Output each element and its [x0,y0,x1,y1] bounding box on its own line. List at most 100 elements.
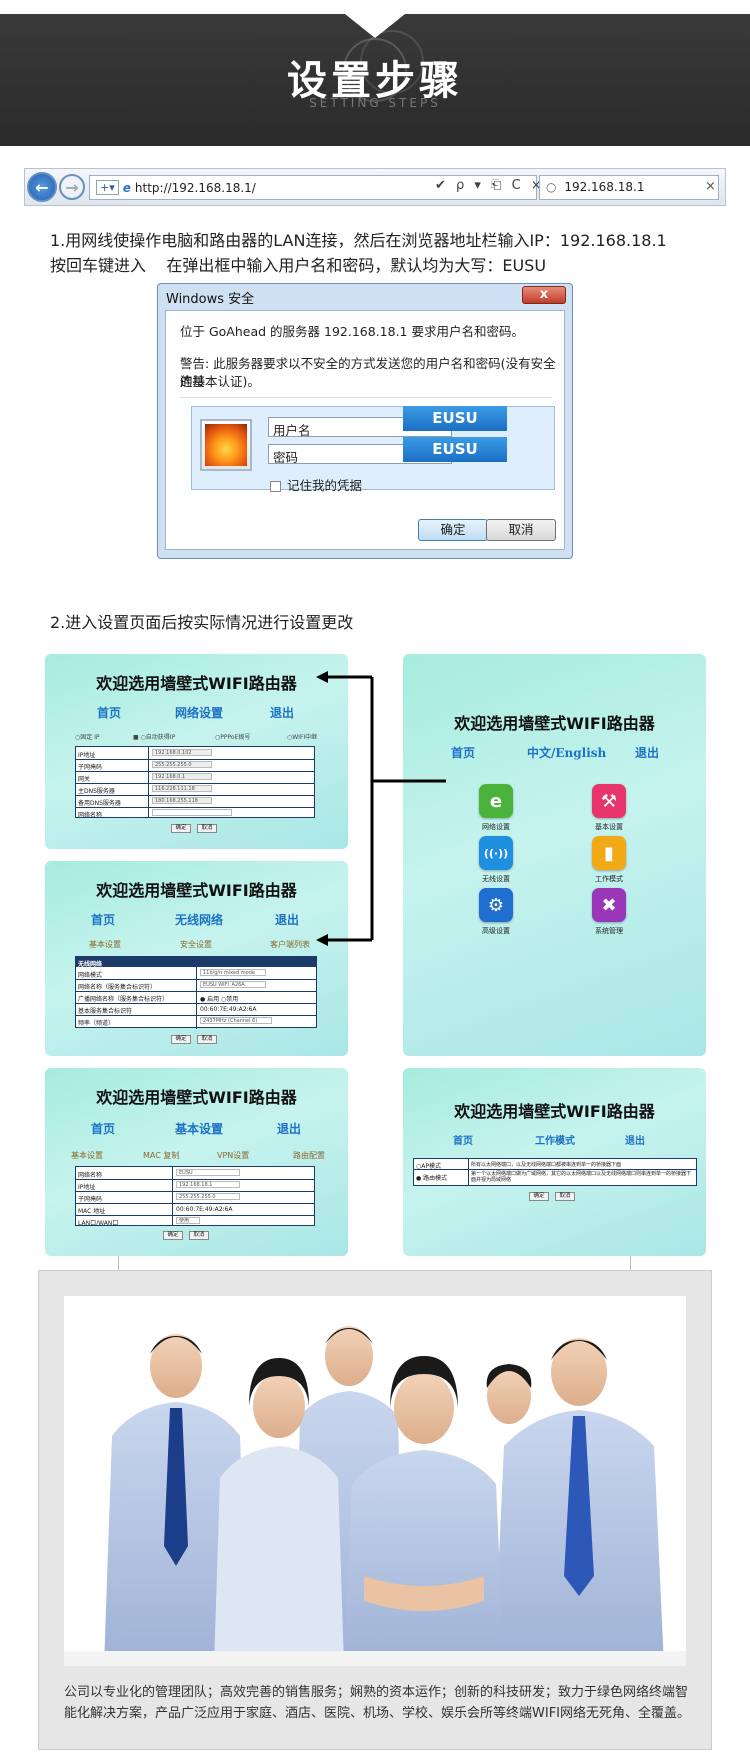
mode-pppoe[interactable]: ○PPPoE拨号 [215,734,251,741]
row-label: MAC 地址 [78,1208,106,1215]
person-back-right [486,1364,532,1424]
mode-router-radio[interactable]: ● 路由模式 [416,1175,448,1182]
nav-basic[interactable]: 基本设置 [175,1122,224,1136]
work-mode-icon[interactable]: ▮ [592,836,626,870]
row-input[interactable]: EUSU WIFI_A26A [200,981,266,988]
ok-button[interactable]: 确定 [418,519,488,541]
nav-exit[interactable]: 退出 [275,913,300,927]
step2-text: 2.进入设置页面后按实际情况进行设置更改 [50,613,354,632]
row-label: 子网掩码 [78,764,103,771]
header-ring-decoration-2 [360,30,424,94]
mode-dhcp[interactable]: ■ ○自动获得IP [133,734,176,741]
tab-vpn[interactable]: VPN设置 [217,1151,250,1160]
wireless-settings-icon[interactable]: ((·)) [479,836,513,870]
confirm-button[interactable]: 确定 [163,1231,183,1240]
tab-basic[interactable]: 基本设置 [89,940,121,949]
nav-network[interactable]: 网络设置 [175,706,224,720]
forward-arrow-icon[interactable]: → [59,174,85,200]
confirm-button[interactable]: 确定 [171,824,191,833]
panel-title: 欢迎选用墙壁式WIFI路由器 [454,1102,655,1121]
checkbox-icon [270,481,281,492]
icon-label: 无线设置 [482,875,510,883]
dialog-close-button[interactable]: x [522,286,566,304]
connector-line [630,1256,631,1274]
panel-wireless-settings: 欢迎选用墙壁式WIFI路由器 首页 无线网络 退出 基本设置 安全设置 客户端列… [45,861,348,1056]
nav-work-mode[interactable]: 工作模式 [535,1136,575,1147]
row-input[interactable]: 180.168.255.118 [152,797,212,804]
back-arrow-icon[interactable]: ← [27,172,57,202]
connector-line [118,1256,119,1274]
mode-ap-radio[interactable]: ○AP模式 [416,1163,441,1170]
tab-close-icon[interactable]: × [705,179,716,194]
cancel-button[interactable]: 取消 [486,519,556,541]
network-settings-icon[interactable]: e [479,784,513,818]
row-select[interactable]: 使用 [176,1217,200,1224]
tab-clients[interactable]: 客户端列表 [270,940,310,949]
password-value-label: EUSU [403,437,507,462]
panel-title: 欢迎选用墙壁式WIFI路由器 [96,674,297,693]
cancel-button[interactable]: 取消 [197,824,217,833]
nav-home[interactable]: 首页 [451,746,476,760]
advanced-settings-icon[interactable]: ⚙ [479,888,513,922]
nav-language[interactable]: 中文/English [527,746,607,760]
panel-basic-settings: 欢迎选用墙壁式WIFI路由器 首页 基本设置 退出 基本设置 MAC 复制 VP… [45,1068,348,1256]
row-input[interactable]: 192.168.0.1 [152,773,212,780]
row-input[interactable]: 116.228.111.18 [152,785,212,792]
row-input[interactable]: 192.168.0.102 [152,749,212,756]
row-value[interactable]: ● 启用 ○禁用 [200,996,239,1003]
mode-static[interactable]: ○固定 IP [75,734,100,741]
nav-wireless[interactable]: 无线网络 [175,913,224,927]
row-input[interactable]: 192.168.18.1 [176,1181,240,1188]
nav-home[interactable]: 首页 [91,1122,116,1136]
nav-exit[interactable]: 退出 [270,706,295,720]
wireless-table: 无线网络 网络模式 11b/g/n mixed mode 网络名称（服务集合标识… [75,956,317,1029]
url-text: http://192.168.18.1/ [134,180,256,195]
row-label: 广播网络名称（服务集合标识符） [78,996,169,1003]
caption-line1: 公司以专业化的管理团队；高效完善的销售服务；娴熟的资本运作；创新的科技研发；致力… [64,1685,689,1700]
mode-relay[interactable]: ○WIFI中继 [287,734,318,741]
nav-exit[interactable]: 退出 [635,746,660,760]
add-icon[interactable]: +▾ [96,180,119,195]
mode-ap-desc: 所有以太网络端口，以及无线网络端口都被串连到单一的桥接器下面 [471,1162,622,1168]
row-label: 备用DNS服务器 [78,800,121,807]
nav-exit[interactable]: 退出 [625,1136,645,1147]
remember-checkbox[interactable]: 记住我的凭据 [270,475,362,494]
nav-home[interactable]: 首页 [453,1136,473,1147]
row-input[interactable]: 255.255.255.0 [152,761,212,768]
dialog-warning-line1: 警告: 此服务器要求以不安全的方式发送您的用户名和密码(没有安全连接 [180,356,556,389]
basic-settings-icon[interactable]: ⚒ [592,784,626,818]
remember-label: 记住我的凭据 [287,478,363,493]
tab-routing[interactable]: 路由配置 [293,1151,325,1160]
confirm-button[interactable]: 确定 [529,1192,549,1201]
caption-line2: 能化解决方案，产品广泛应用于家庭、酒店、医院、机场、学校、娱乐会所等终端WIFI… [64,1706,691,1721]
confirm-button[interactable]: 确定 [171,1035,191,1044]
row-input[interactable]: EUSU [176,1169,240,1176]
mode-router-desc: 第一个以太网络端口做为广域网络，其它的以太网络端口以及无线网络端口则串连到单一的… [471,1171,692,1183]
address-bar[interactable]: +▾ e http://192.168.18.1/ [89,175,537,200]
address-tools-icons[interactable]: ✔ ρ ▾ ⎗ C × [435,178,545,193]
cancel-button[interactable]: 取消 [197,1035,217,1044]
row-input[interactable]: 2437MHz (Channel 6) [200,1017,272,1024]
tab-basic[interactable]: 基本设置 [71,1151,103,1160]
row-input[interactable]: 255.255.255.0 [176,1193,240,1200]
row-label: 子网掩码 [78,1196,103,1203]
tab-loading-icon: ○ [546,180,557,194]
panel-title: 欢迎选用墙壁式WIFI路由器 [96,881,297,900]
header-notch [345,14,405,38]
system-management-icon[interactable]: ✖ [592,888,626,922]
cancel-button[interactable]: 取消 [189,1231,209,1240]
tab-security[interactable]: 安全设置 [180,940,212,949]
panel-network-settings: 欢迎选用墙壁式WIFI路由器 首页 网络设置 退出 ○固定 IP ■ ○自动获得… [45,654,348,849]
tab-mac-clone[interactable]: MAC 复制 [143,1151,180,1160]
cancel-button[interactable]: 取消 [555,1192,575,1201]
network-table: IP地址 192.168.0.102 子网掩码 255.255.255.0 网关… [75,746,315,819]
browser-tab[interactable]: ○ 192.168.18.1 [539,175,719,200]
row-input[interactable] [152,809,232,816]
row-input[interactable]: 11b/g/n mixed mode [200,969,266,976]
row-label: 频率（频道） [78,1020,115,1027]
dialog-title: Windows 安全 [166,292,255,307]
dialog-warning-line2: 的基本认证)。 [180,374,260,389]
nav-home[interactable]: 首页 [97,706,122,720]
nav-home[interactable]: 首页 [91,913,116,927]
nav-exit[interactable]: 退出 [277,1122,302,1136]
